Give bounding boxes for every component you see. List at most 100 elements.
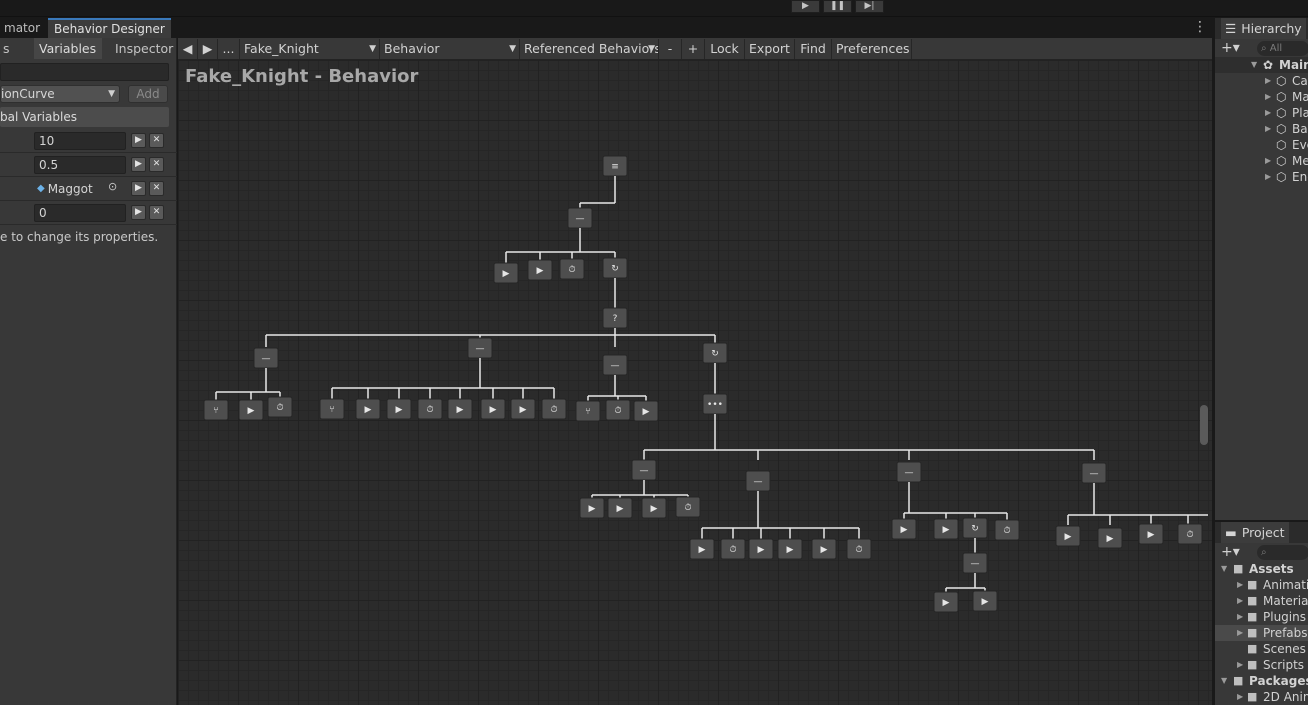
expand-triangle-icon[interactable]: ▶ [1237, 596, 1244, 605]
tab-behavior-designer[interactable]: Behavior Designer [48, 18, 171, 38]
create-dropdown-button[interactable]: +▾ [1221, 544, 1240, 560]
packages-row[interactable]: ▼ ■ Packages [1215, 673, 1308, 689]
task-node[interactable]: ▶ [891, 518, 917, 540]
expand-triangle-icon[interactable]: ▶ [1265, 124, 1272, 133]
project-search-input[interactable]: ⌕ [1257, 545, 1308, 560]
task-node[interactable]: ▶ [355, 398, 381, 420]
task-node[interactable]: ↻ [702, 342, 728, 364]
task-node[interactable]: — [962, 552, 988, 574]
task-node[interactable]: ▶ [386, 398, 412, 420]
expand-triangle-icon[interactable]: ▶ [1237, 660, 1244, 669]
task-node[interactable]: — [602, 354, 628, 376]
hierarchy-item[interactable]: ▶⬡Ba [1215, 121, 1308, 137]
hierarchy-item[interactable]: ▶⬡Ca [1215, 73, 1308, 89]
task-node[interactable]: ⑂ [203, 399, 229, 421]
step-button[interactable]: ▶| [855, 0, 884, 13]
task-node[interactable]: ▶ [689, 538, 715, 560]
task-node[interactable]: ▶ [579, 497, 605, 519]
remove-behavior-button[interactable]: - [659, 39, 682, 59]
task-node[interactable]: ▶ [933, 591, 959, 613]
find-button[interactable]: Find [795, 39, 832, 59]
task-node[interactable]: ⏱ [559, 258, 585, 280]
task-node[interactable]: ↻ [962, 517, 988, 539]
project-folder-row[interactable]: ▶■Prefabs [1215, 625, 1308, 641]
variable-type-dropdown[interactable]: ionCurve▼ [0, 85, 120, 103]
project-folder-row[interactable]: ▶■Scripts [1215, 657, 1308, 673]
nav-back-button[interactable]: ◀ [178, 39, 198, 59]
lock-button[interactable]: Lock [705, 39, 745, 59]
variable-delete-button[interactable]: ✕ [149, 205, 164, 220]
variable-expand-button[interactable]: ▶ [131, 133, 146, 148]
expand-triangle-icon[interactable]: ▶ [1237, 628, 1244, 637]
variable-expand-button[interactable]: ▶ [131, 157, 146, 172]
add-behavior-button[interactable]: + [682, 39, 705, 59]
task-node[interactable]: ▶ [480, 398, 506, 420]
expand-triangle-icon[interactable]: ▼ [1221, 676, 1228, 685]
task-node[interactable]: ⏱ [1177, 523, 1203, 545]
hierarchy-item[interactable]: ▶⬡Ene [1215, 169, 1308, 185]
tab-project[interactable]: ▬Project [1221, 522, 1289, 543]
task-node[interactable]: ▶ [493, 262, 519, 284]
variable-value-field[interactable]: 0.5 [34, 156, 126, 174]
task-node[interactable]: — [567, 207, 593, 229]
hierarchy-item[interactable]: ▶⬡Pla [1215, 105, 1308, 121]
task-node[interactable]: ⑂ [575, 400, 601, 422]
pause-button[interactable]: ❚❚ [823, 0, 852, 13]
task-node[interactable]: ▶ [1138, 523, 1164, 545]
variable-value-field[interactable]: 0 [34, 204, 126, 222]
task-node[interactable]: — [631, 459, 657, 481]
expand-triangle-icon[interactable]: ▶ [1237, 580, 1244, 589]
task-node[interactable]: ▶ [933, 518, 959, 540]
task-node[interactable]: ▶ [972, 590, 998, 612]
global-variables-header[interactable]: bal Variables [0, 107, 169, 127]
task-node[interactable]: ? [602, 307, 628, 329]
variable-delete-button[interactable]: ✕ [149, 133, 164, 148]
expand-triangle-icon[interactable]: ▶ [1265, 172, 1272, 181]
variable-name-input[interactable] [0, 63, 169, 81]
variable-expand-button[interactable]: ▶ [131, 181, 146, 196]
expand-triangle-icon[interactable]: ▶ [1237, 612, 1244, 621]
create-dropdown-button[interactable]: +▾ [1221, 40, 1240, 56]
hierarchy-item[interactable]: ▶⬡Me [1215, 153, 1308, 169]
play-button[interactable]: ▶ [791, 0, 820, 13]
task-node[interactable]: ▶ [641, 497, 667, 519]
task-node[interactable]: — [745, 470, 771, 492]
behavior-select-dropdown[interactable]: Behavior▼ [380, 39, 520, 59]
behavior-graph-canvas[interactable]: Fake_Knight - Behavior ≡—▶▶⏱↻?———↻⑂▶⏱⑂▶▶… [178, 60, 1212, 705]
task-node[interactable]: ▶ [1055, 525, 1081, 547]
canvas-scrollbar[interactable] [1200, 405, 1208, 445]
expand-triangle-icon[interactable]: ▶ [1265, 76, 1272, 85]
export-button[interactable]: Export [745, 39, 795, 59]
task-node[interactable]: ▶ [1097, 527, 1123, 549]
tab-variables[interactable]: Variables [34, 38, 102, 59]
expand-triangle-icon[interactable]: ▼ [1221, 564, 1228, 573]
task-node[interactable]: ▶ [811, 538, 837, 560]
tab-tasks[interactable]: s [3, 41, 10, 56]
scene-row[interactable]: ▼ ✿ Main [1215, 57, 1308, 73]
task-node[interactable]: ▶ [510, 398, 536, 420]
task-node[interactable]: ▶ [748, 538, 774, 560]
task-node[interactable]: ▶ [527, 259, 553, 281]
task-node[interactable]: ••• [702, 393, 728, 415]
tab-animator[interactable]: mator [4, 21, 41, 35]
task-node[interactable]: — [896, 461, 922, 483]
tab-inspector[interactable]: Inspector [115, 41, 174, 56]
project-folder-row[interactable]: ■Scenes [1215, 641, 1308, 657]
task-node[interactable]: ▶ [238, 399, 264, 421]
task-node[interactable]: — [253, 347, 279, 369]
expand-triangle-icon[interactable]: ▶ [1237, 692, 1244, 701]
task-node[interactable]: ⏱ [541, 398, 567, 420]
preferences-button[interactable]: Preferences [832, 39, 912, 59]
hierarchy-item[interactable]: ⬡Eve [1215, 137, 1308, 153]
expand-triangle-icon[interactable]: ▶ [1265, 108, 1272, 117]
task-node[interactable]: ⏱ [417, 398, 443, 420]
project-folder-row[interactable]: ▶■Material [1215, 593, 1308, 609]
expand-triangle-icon[interactable]: ▶ [1265, 92, 1272, 101]
task-node[interactable]: ≡ [602, 155, 628, 177]
nav-forward-button[interactable]: ▶ [198, 39, 218, 59]
project-folder-row[interactable]: ▶■Plugins [1215, 609, 1308, 625]
task-node[interactable]: ⏱ [605, 399, 631, 421]
expand-triangle-icon[interactable]: ▼ [1251, 60, 1258, 69]
variable-delete-button[interactable]: ✕ [149, 181, 164, 196]
variable-object-field[interactable]: ◆Maggot [34, 180, 126, 198]
